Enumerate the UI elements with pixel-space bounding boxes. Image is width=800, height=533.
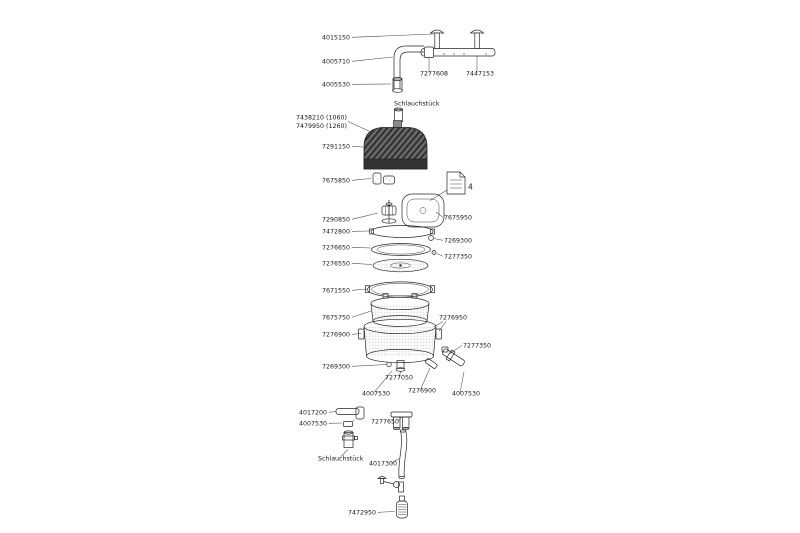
canister-outlet-nipple bbox=[425, 358, 438, 369]
pipe-suction-cup bbox=[377, 476, 404, 493]
label-intake-pipe: 4017300 bbox=[369, 461, 397, 468]
basket-frame-ring bbox=[371, 243, 431, 256]
label-screw-bottom: 7277350 bbox=[463, 343, 491, 350]
leader-lines bbox=[328, 33, 478, 513]
label-suction-cups: 4015150 bbox=[322, 35, 350, 42]
label-lid-gasket: 7472800 bbox=[322, 229, 350, 236]
pump-head bbox=[363, 120, 428, 170]
double-tap bbox=[390, 411, 413, 431]
label-spraybar-cup-set: 7447153 bbox=[466, 71, 494, 78]
label-side-clips: 7276950 bbox=[439, 315, 467, 322]
part-labels: 4015150 4005710 7277608 7447153 4005530 … bbox=[296, 35, 494, 517]
label-motor-lid: 7675950 bbox=[444, 215, 472, 222]
hose-connector-top bbox=[394, 107, 403, 122]
motor-lid bbox=[401, 193, 445, 228]
label-hose-connector-bottom: Schlauchstück bbox=[318, 456, 364, 463]
elbow-tube-bottom-right bbox=[441, 348, 465, 367]
label-o-ring-bottom: 7269300 bbox=[322, 364, 350, 371]
label-instruction-sheet-number: 4 bbox=[468, 183, 473, 192]
filter-basket bbox=[370, 296, 430, 327]
instruction-sheet-icon bbox=[446, 171, 466, 195]
impeller-assembly bbox=[381, 200, 397, 224]
label-screw-top: 7277350 bbox=[444, 254, 472, 261]
label-double-tap: 7277650 bbox=[371, 419, 399, 426]
label-pump-head: 7291150 bbox=[322, 144, 350, 151]
label-basket-frame-ring: 7276650 bbox=[322, 245, 350, 252]
lid-gasket bbox=[369, 225, 435, 238]
label-clamp-ring: 7671550 bbox=[322, 288, 350, 295]
screw-top bbox=[431, 250, 437, 255]
label-o-ring-top: 7269300 bbox=[444, 238, 472, 245]
outlet-stub bbox=[395, 360, 406, 372]
hose-piece-top bbox=[392, 77, 403, 93]
label-elbow-left-bottom: 4007530 bbox=[362, 391, 390, 398]
label-filter-basket: 7675750 bbox=[322, 315, 350, 322]
canister-body bbox=[358, 318, 442, 363]
intake-pipe bbox=[398, 429, 408, 479]
label-hose-piece-top: 4005530 bbox=[322, 82, 350, 89]
o-ring-bottom bbox=[386, 361, 392, 368]
inlet-elbow bbox=[335, 406, 365, 420]
filter-mesh-disc bbox=[372, 258, 429, 273]
label-pump-head-1060: 7438210 (1060) bbox=[296, 115, 347, 122]
hose-connector-bottom bbox=[342, 430, 358, 448]
label-impeller-cover-pads: 7675850 bbox=[322, 178, 350, 185]
label-elbow-right-bottom: 4007530 bbox=[452, 391, 480, 398]
impeller-cover-pads bbox=[372, 172, 395, 185]
label-hose-connector-top: Schlauchstück bbox=[394, 101, 440, 108]
label-spraybar-connector: 7277608 bbox=[420, 71, 448, 78]
spray-bar bbox=[420, 46, 496, 58]
intake-strainer bbox=[396, 495, 408, 519]
label-outlet-elbow-pipe: 4005710 bbox=[322, 59, 350, 66]
label-hose-clamp: 4007530 bbox=[299, 421, 327, 428]
label-canister-body: 7276900 bbox=[322, 332, 350, 339]
screw-bottom bbox=[441, 346, 449, 353]
label-impeller-assembly: 7290850 bbox=[322, 217, 350, 224]
outlet-elbow-pipe bbox=[393, 45, 424, 92]
label-filter-mesh-disc: 7276550 bbox=[322, 261, 350, 268]
label-inlet-elbow: 4017200 bbox=[299, 410, 327, 417]
label-canister-outlet-nipple: 7276900 bbox=[408, 388, 436, 395]
label-intake-strainer: 7472950 bbox=[348, 510, 376, 517]
suction-cups bbox=[429, 29, 485, 49]
label-pump-head-1260: 7479950 (1260) bbox=[296, 123, 347, 130]
o-ring-top bbox=[428, 235, 434, 241]
label-outlet-stub: 7277050 bbox=[385, 375, 413, 382]
hose-clamp bbox=[343, 419, 355, 427]
clamp-ring bbox=[365, 281, 435, 299]
